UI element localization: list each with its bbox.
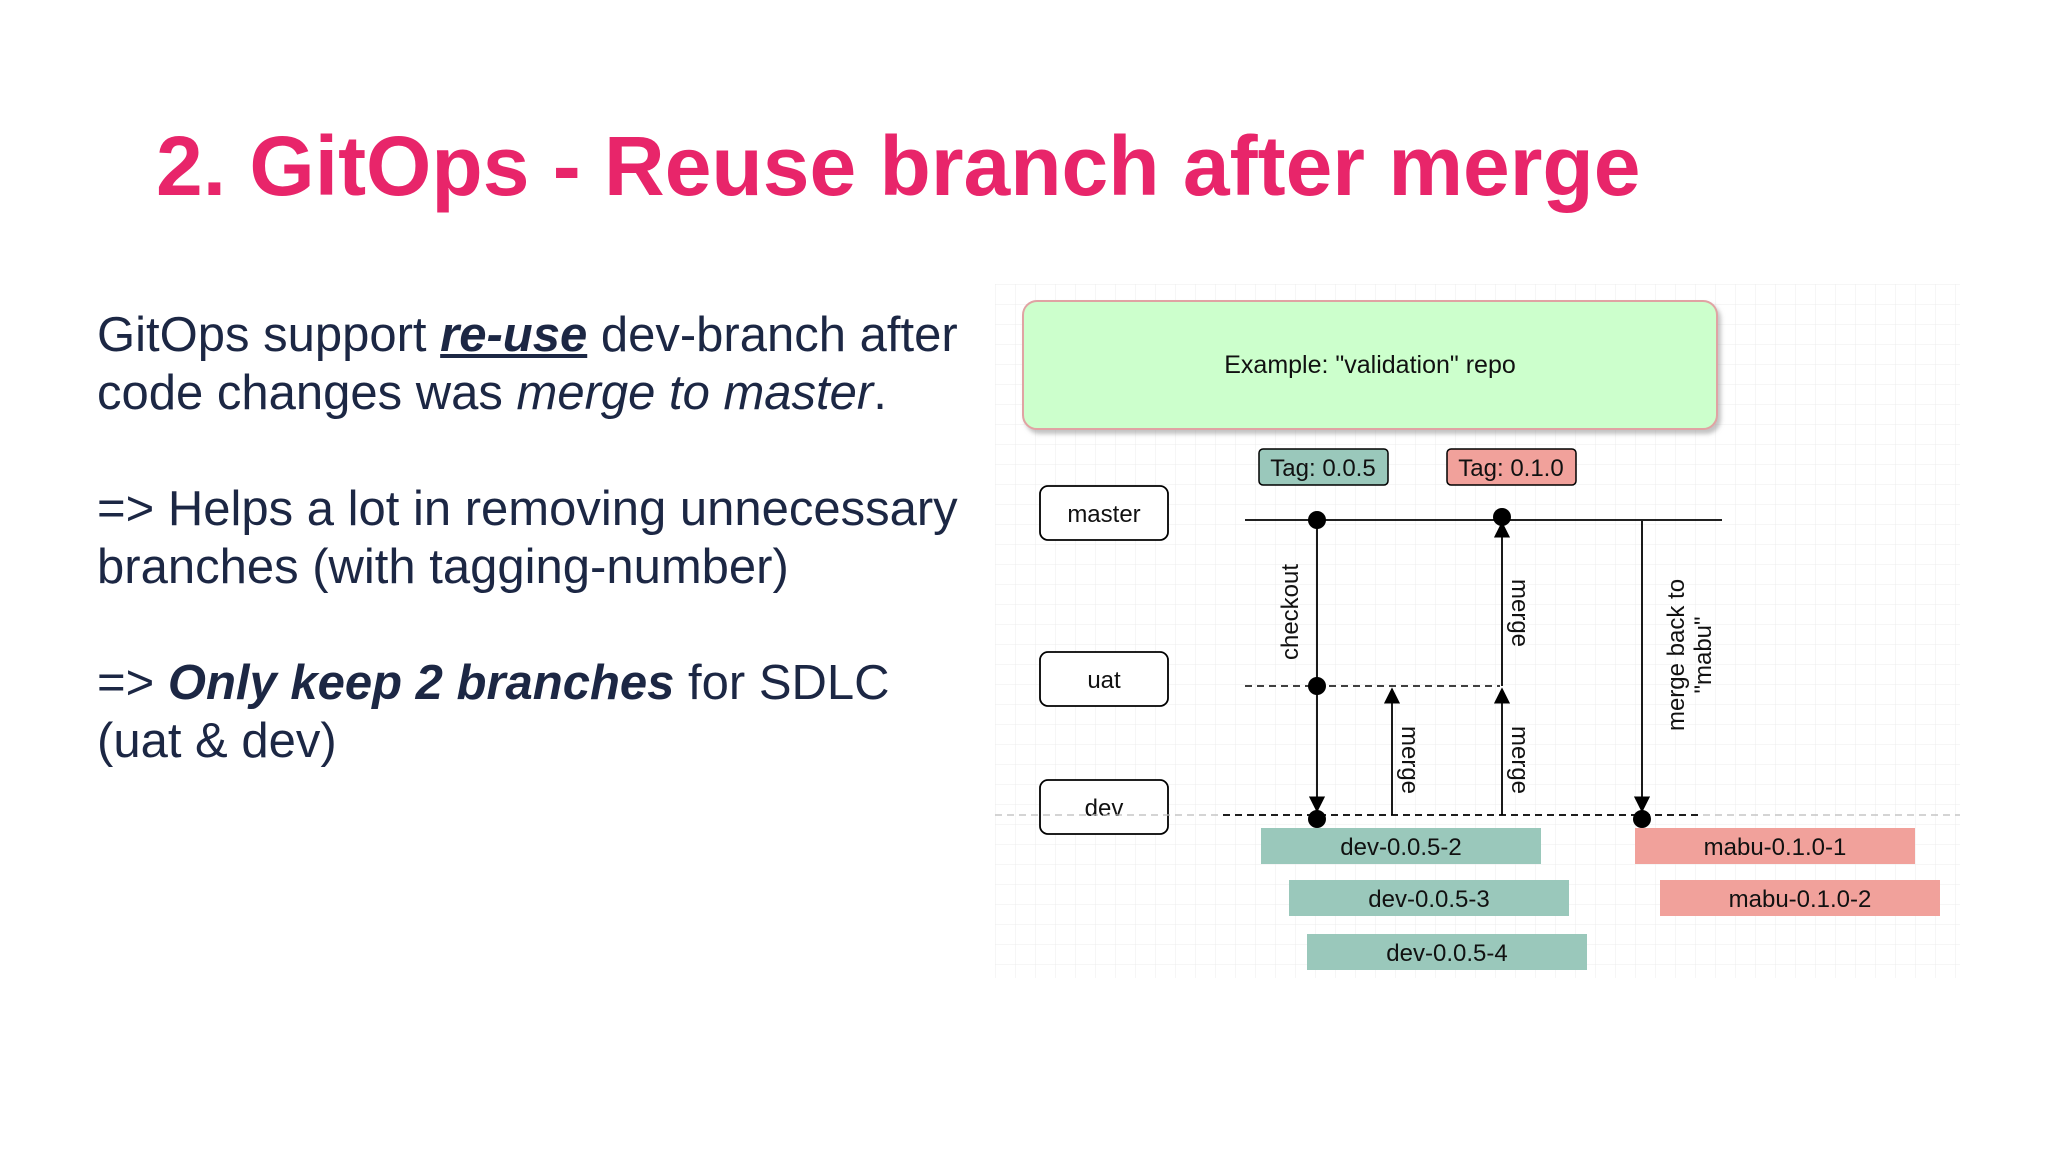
merge-low-label-1: merge [1396,726,1423,794]
slide-body: GitOps support re-use dev-branch after c… [97,306,987,828]
branch-diagram: Example: "validation" repo Tag: 0.0.5 Ta… [995,284,1960,978]
dev-version-label: dev-0.0.5-2 [1340,834,1461,861]
reuse-emphasis: re-use [440,308,588,362]
branch-uat-label: uat [1087,667,1121,694]
text-segment: dev-branch after code changes was [97,308,958,420]
tag-0-0-5-label: Tag: 0.0.5 [1270,455,1375,482]
merge-back-label-line2: "mabu" [1690,616,1717,693]
mabu-version-label: mabu-0.1.0-1 [1704,834,1847,861]
tag-0-1-0 [1446,448,1577,486]
branch-uat-box [1039,651,1169,707]
tag-0-1-0-label: Tag: 0.1.0 [1458,455,1563,482]
branch-master-label: master [1067,501,1140,528]
dev-version-box [1307,934,1587,970]
mabu-version-box [1660,880,1940,916]
repo-box [1022,300,1718,430]
text-segment: => [97,656,168,710]
mabu-version-box [1635,828,1915,864]
text-segment: . [873,366,887,420]
dev-version-box [1261,828,1541,864]
branch-dev-box [1039,779,1169,835]
checkout-label: checkout [1277,564,1304,660]
mabu-version-label: mabu-0.1.0-2 [1729,886,1872,913]
text-segment: GitOps support [97,308,441,362]
dev-version-label: dev-0.0.5-3 [1368,886,1489,913]
merge-low-label-2: merge [1506,726,1533,794]
only-keep-emphasis: Only keep 2 branches [167,656,675,710]
paragraph-reuse: GitOps support re-use dev-branch after c… [97,306,987,422]
commit-dot [1308,677,1326,695]
commit-dot [1308,810,1326,828]
branch-dev-label: dev [1085,795,1124,822]
dev-version-box [1289,880,1569,916]
merge-back-label-line1: merge back to [1663,579,1690,731]
commit-dot [1493,508,1511,526]
paragraph-only-keep: => Only keep 2 branches for SDLC (uat & … [97,654,987,770]
merge-to-master-italic: merge to master [516,366,874,420]
commit-dot [1633,810,1651,828]
commit-dot [1308,511,1326,529]
text-segment: for SDLC (uat & dev) [97,656,890,768]
paragraph-helps: => Helps a lot in removing unnecessary b… [97,482,958,594]
merge-top-label: merge [1506,579,1533,647]
dev-version-label: dev-0.0.5-4 [1386,940,1507,967]
repo-label: Example: "validation" repo [1224,351,1516,379]
tag-0-0-5 [1258,448,1389,486]
slide-title: 2. GitOps - Reuse branch after merge [156,119,1641,213]
branch-master-box [1039,485,1169,541]
